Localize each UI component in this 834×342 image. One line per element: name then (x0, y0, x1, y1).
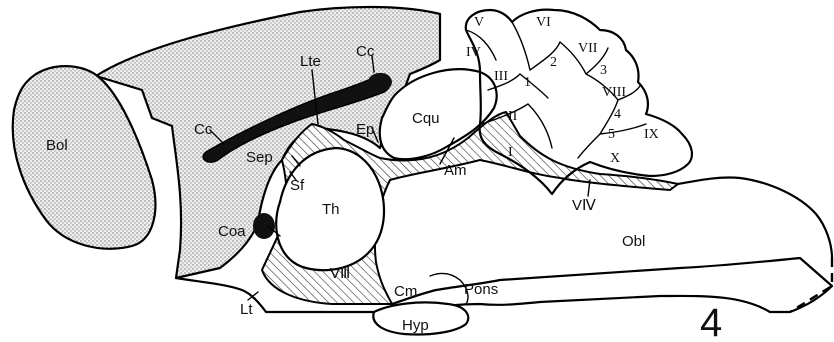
label-pons: Pons (464, 281, 498, 298)
label-cc-left: Cc (194, 121, 213, 138)
label-lobule-9: IX (644, 127, 659, 142)
label-am: Am (444, 162, 467, 179)
medulla-upper-outline (678, 177, 832, 258)
corpus-callosum-head-shape (368, 73, 392, 91)
label-lobule-5: V (474, 15, 484, 30)
label-cc-top: Cc (356, 43, 375, 60)
label-lobule-3: III (494, 69, 508, 84)
label-obl: Obl (622, 233, 645, 250)
label-fissure-2: 2 (550, 55, 557, 70)
label-cm: Cm (394, 283, 417, 300)
label-fissure-3: 3 (600, 63, 607, 78)
dashed-cut-line (790, 258, 832, 312)
label-hyp: Hyp (402, 317, 429, 334)
label-fissure-1: 1 (524, 75, 531, 90)
label-bol: Bol (46, 137, 68, 154)
label-lobule-1: I (508, 145, 513, 160)
label-lt: Lt (240, 301, 253, 318)
label-lobule-7: VII (578, 41, 598, 56)
label-cqu: Cqu (412, 110, 440, 127)
label-lobule-8: VIII (602, 85, 626, 100)
label-lobule-6: VI (536, 15, 551, 30)
label-fissure-4: 4 (614, 107, 621, 122)
label-coa: Coa (218, 223, 246, 240)
olfactory-bulb-region (13, 66, 156, 249)
label-lobule-2: II (508, 109, 518, 124)
label-sf: Sf (290, 177, 305, 194)
label-v3: VⅢ (330, 265, 350, 282)
label-lobule-10: X (610, 151, 620, 166)
label-th: Th (322, 201, 340, 218)
label-v4: VⅣ (572, 197, 596, 214)
anterior-commissure-shape (253, 213, 275, 239)
label-fissure-5: 5 (608, 127, 615, 142)
label-lobule-4: IV (466, 45, 481, 60)
label-ep: Ep (356, 121, 374, 138)
label-sep: Sep (246, 149, 273, 166)
figure-number: 4 (700, 301, 722, 342)
label-lte: Lte (300, 53, 321, 70)
cerebellum-outline (466, 10, 692, 194)
brainstem-outline (392, 258, 832, 312)
